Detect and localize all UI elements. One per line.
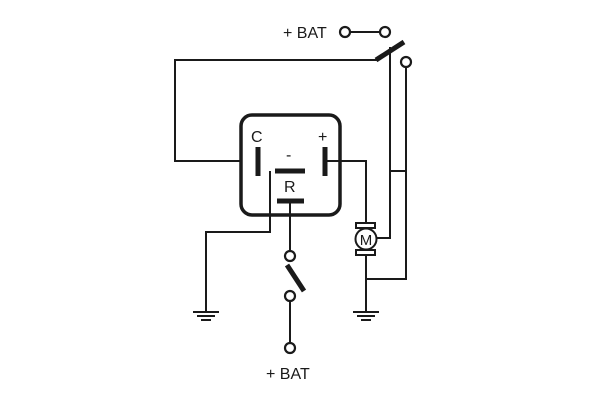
flasher-relay: C + - R xyxy=(239,113,342,217)
wire-switch-output-return xyxy=(366,67,407,280)
wire-motor-tap-to-switch xyxy=(377,47,391,239)
relay-pin-minus-label: - xyxy=(286,147,291,164)
top-switch-output-terminal xyxy=(399,55,413,69)
bottom-switch[interactable] xyxy=(283,249,307,303)
battery-bottom-label: + BAT xyxy=(266,366,310,383)
wire-minus-to-ground xyxy=(205,171,271,312)
bottom-switch-bottom-terminal xyxy=(283,289,297,303)
battery-top-label: + BAT xyxy=(283,25,327,42)
wire-switch-to-c xyxy=(174,59,378,162)
ground-right-icon xyxy=(353,311,379,321)
bottom-switch-top-terminal xyxy=(283,249,297,263)
top-switch[interactable] xyxy=(338,25,413,69)
bottom-bat-terminal xyxy=(283,341,297,355)
motor: M xyxy=(354,222,378,256)
bottom-switch-blade xyxy=(284,263,307,293)
motor-label: M xyxy=(360,232,373,249)
motor-brush-bottom xyxy=(355,249,376,256)
motor-brush-top xyxy=(355,222,376,229)
relay-pin-r-label: R xyxy=(284,179,296,196)
relay-pin-c-label: C xyxy=(251,129,263,146)
wire-plus-to-motor xyxy=(327,160,367,223)
relay-pin-plus-label: + xyxy=(318,129,327,146)
top-bat-terminal xyxy=(338,25,352,39)
top-switch-input-terminal xyxy=(378,25,392,39)
ground-left-icon xyxy=(193,311,219,321)
